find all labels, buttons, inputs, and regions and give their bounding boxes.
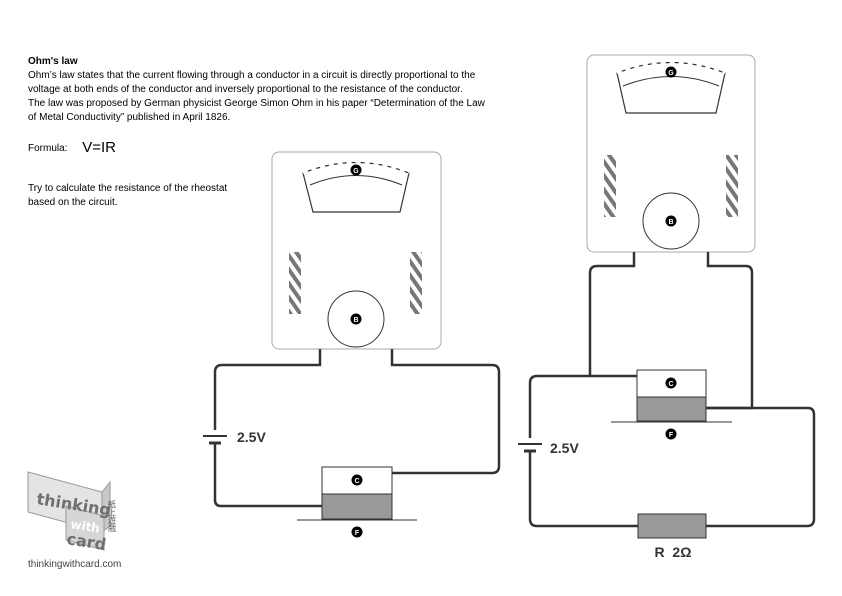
wire-2 bbox=[528, 452, 638, 528]
intro-line: voltage at both ends of the conductor an… bbox=[28, 84, 463, 95]
wire-2 bbox=[588, 252, 636, 376]
marker-g-1 bbox=[350, 164, 362, 176]
wire-1 bbox=[390, 349, 501, 475]
resistor bbox=[637, 513, 707, 539]
thinking-with-card-logo: thinking with card 紙上遊戲 bbox=[27, 471, 117, 554]
galvanometer-1: G bbox=[302, 161, 410, 213]
hatch-stripe bbox=[604, 155, 616, 217]
rheostat-body-2 bbox=[636, 396, 707, 422]
marker-c-2-label: C bbox=[668, 381, 673, 388]
intro-text: Ohm's law Ohm’s law states that the curr… bbox=[28, 55, 568, 125]
task-text: Try to calculate the resistance of the r… bbox=[28, 182, 288, 210]
task-line: based on the circuit. bbox=[28, 197, 118, 208]
website-url: thinkingwithcard.com bbox=[28, 559, 122, 570]
marker-g-1-label: G bbox=[353, 168, 359, 175]
marker-g-2-label: G bbox=[668, 70, 674, 77]
logo-word-with: with bbox=[70, 517, 101, 535]
circuit-2: G B 2.5V C F R 2Ω bbox=[518, 54, 816, 560]
marker-f-1-label: F bbox=[355, 530, 360, 537]
marker-f-1 bbox=[351, 526, 363, 538]
rheostat-body-1 bbox=[321, 493, 393, 520]
marker-b-1-label: B bbox=[353, 317, 358, 324]
marker-c-2 bbox=[665, 377, 677, 389]
marker-b-1 bbox=[350, 313, 362, 325]
galvanometer-2: G bbox=[616, 61, 726, 114]
wire-1 bbox=[213, 349, 322, 430]
marker-f-2 bbox=[665, 428, 677, 440]
marker-b-2 bbox=[665, 215, 677, 227]
wire-2 bbox=[528, 374, 637, 438]
intro-line: Ohm’s law states that the current flowin… bbox=[28, 70, 476, 81]
hatch-stripe bbox=[726, 155, 738, 217]
formula-label: Formula: bbox=[28, 143, 68, 154]
marker-f-2-label: F bbox=[669, 432, 674, 439]
resistor-label: R 2Ω bbox=[655, 544, 692, 560]
voltage-label-1: 2.5V bbox=[237, 429, 266, 445]
formula-equation: V=IR bbox=[82, 139, 116, 156]
task-line: Try to calculate the resistance of the r… bbox=[28, 183, 228, 194]
wire-2 bbox=[706, 252, 754, 410]
marker-c-1 bbox=[351, 474, 363, 486]
intro-line: The law was proposed by German physicist… bbox=[28, 98, 485, 109]
circuit-1: G B 2.5V C F bbox=[203, 151, 501, 538]
hatch-stripe bbox=[410, 252, 422, 314]
wire-1 bbox=[213, 444, 322, 508]
logo-cjk-text: 紙上遊戲 bbox=[108, 499, 117, 533]
marker-c-1-label: C bbox=[354, 478, 359, 485]
voltage-label-2: 2.5V bbox=[550, 440, 579, 456]
marker-g-2 bbox=[665, 66, 677, 78]
wire-2 bbox=[706, 406, 816, 528]
hatch-stripe bbox=[289, 252, 301, 314]
intro-line: of Metal Conductivity” published in Apri… bbox=[28, 112, 231, 123]
formula: Formula: V=IR bbox=[28, 138, 116, 156]
marker-b-2-label: B bbox=[668, 219, 673, 226]
section-title: Ohm's law bbox=[28, 56, 78, 67]
